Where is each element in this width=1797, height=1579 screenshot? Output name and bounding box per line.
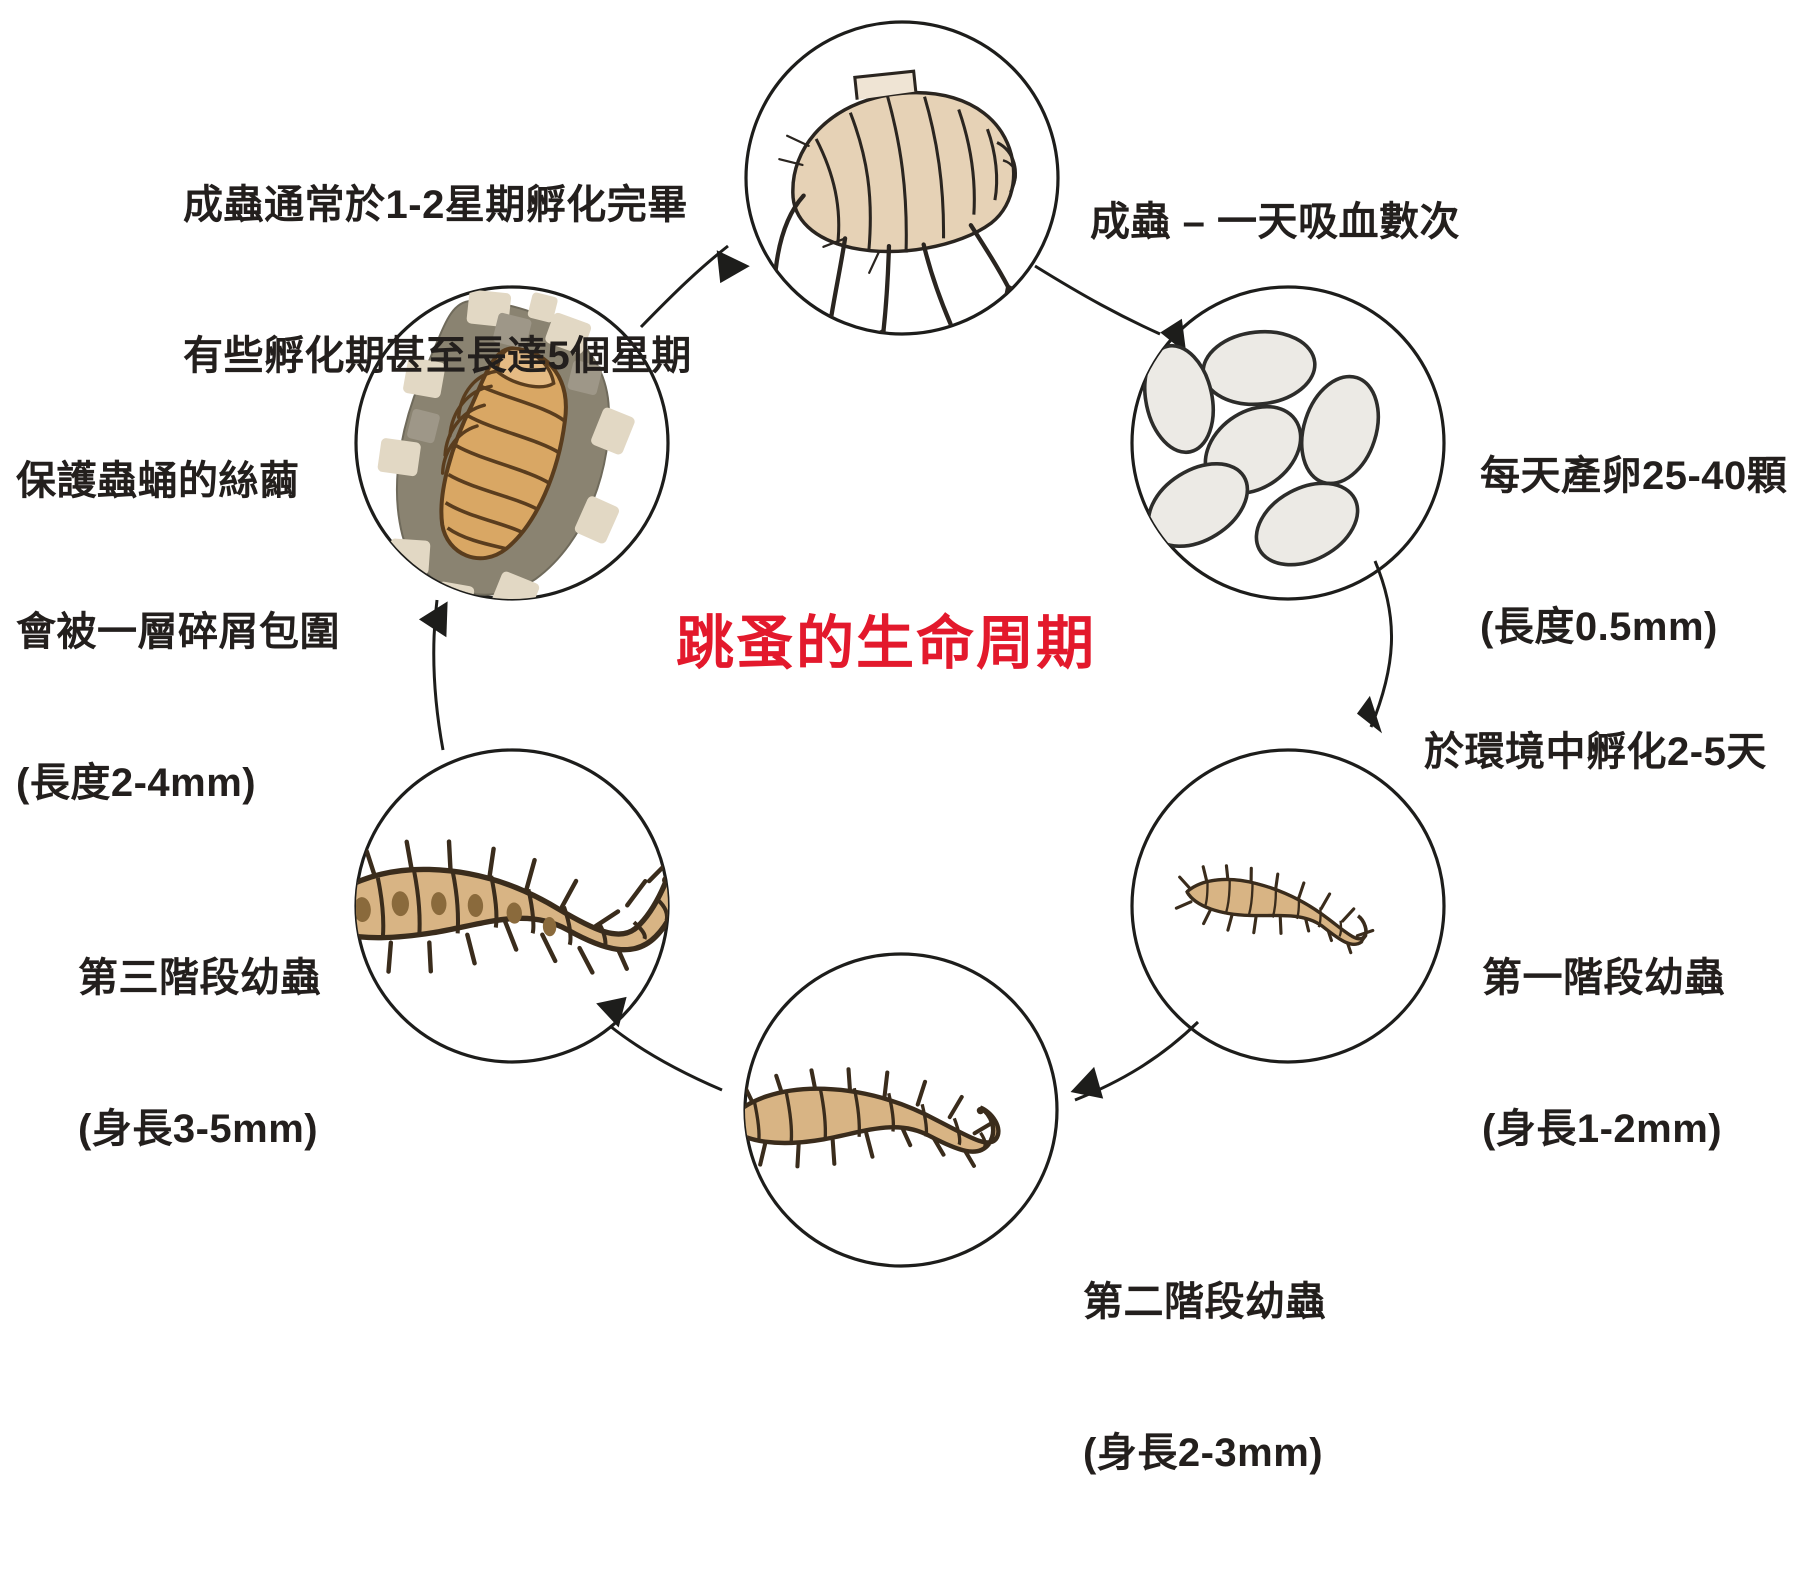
label-larva1-line1: 第一階段幼蟲 (1482, 955, 1725, 1000)
label-cocoon-line1: 保護蟲蛹的絲繭 (16, 458, 300, 503)
label-cocoon-line3: (長度2-4mm) (16, 761, 257, 806)
label-eggs-stage: 每天產卵25-40顆 (長度0.5mm) (1480, 350, 1787, 753)
cycle-arrowheads (418, 250, 1383, 1099)
label-larva2-stage: 第二階段幼蟲 (身長2-3mm) (1083, 1176, 1326, 1579)
label-larva1-stage: 第一階段幼蟲 (身長1-2mm) (1482, 852, 1725, 1255)
flea-eggs-illustration (1143, 329, 1381, 567)
label-cocoon-to-adult-line2: 有些孵化期甚至長達5個星期 (183, 333, 692, 378)
label-cocoon-stage: 保護蟲蛹的絲繭 會被一層碎屑包圍 (長度2-4mm) (16, 355, 340, 909)
label-cocoon-to-adult-transition: 成蟲通常於1-2星期孵化完畢 有些孵化期甚至長達5個星期 (183, 79, 692, 482)
label-adult-stage: 成蟲 – 一天吸血數次 (1090, 100, 1460, 344)
label-cocoon-line2: 會被一層碎屑包圍 (16, 609, 340, 654)
diagram-title: 跳蚤的生命周期 (676, 611, 1097, 676)
label-eggs-line1: 每天產卵25-40顆 (1480, 453, 1788, 498)
label-eggs-line2: (長度0.5mm) (1480, 604, 1718, 649)
arrow-eggs-to-larva1 (1369, 560, 1393, 728)
arrow-larva2-to-larva3 (609, 1024, 723, 1092)
label-larva3-line2: (身長3-5mm) (78, 1106, 319, 1151)
arrowhead-larva1-to-larva2 (1070, 1066, 1104, 1099)
label-eggs-hatch-transition: 於環境中孵化2-5天 (1424, 630, 1767, 874)
label-cocoon-to-adult-line1: 成蟲通常於1-2星期孵化完畢 (183, 182, 688, 227)
third-instar-larva-illustration (356, 839, 668, 975)
arrowhead-larva2-to-larva3 (596, 996, 627, 1028)
second-instar-larva-illustration (745, 1067, 1001, 1169)
first-instar-larva-illustration (1174, 864, 1375, 955)
pupa-cocoon-illustration (377, 289, 635, 599)
arrowhead-eggs-to-larva1 (1356, 695, 1383, 734)
label-eggs-hatch-text: 於環境中孵化2-5天 (1424, 729, 1767, 774)
arrowhead-adult-to-eggs (1160, 318, 1187, 354)
label-larva3-stage: 第三階段幼蟲 (身長3-5mm) (78, 852, 321, 1255)
label-larva3-line1: 第三階段幼蟲 (78, 955, 321, 1000)
arrow-adult-to-eggs (1034, 264, 1161, 336)
label-larva2-line1: 第二階段幼蟲 (1083, 1279, 1326, 1324)
label-larva1-line2: (身長1-2mm) (1482, 1106, 1723, 1151)
arrowhead-cocoon-to-adult (716, 250, 750, 284)
label-larva2-line2: (身長2-3mm) (1083, 1430, 1324, 1475)
label-adult-stage-text: 成蟲 – 一天吸血數次 (1090, 199, 1460, 244)
arrowhead-larva3-to-cocoon (418, 601, 448, 638)
diagram-canvas (354, 20, 1446, 1268)
flea-life-cycle-diagram: 成蟲通常於1-2星期孵化完畢 有些孵化期甚至長達5個星期 成蟲 – 一天吸血數次… (16, 20, 1787, 1475)
